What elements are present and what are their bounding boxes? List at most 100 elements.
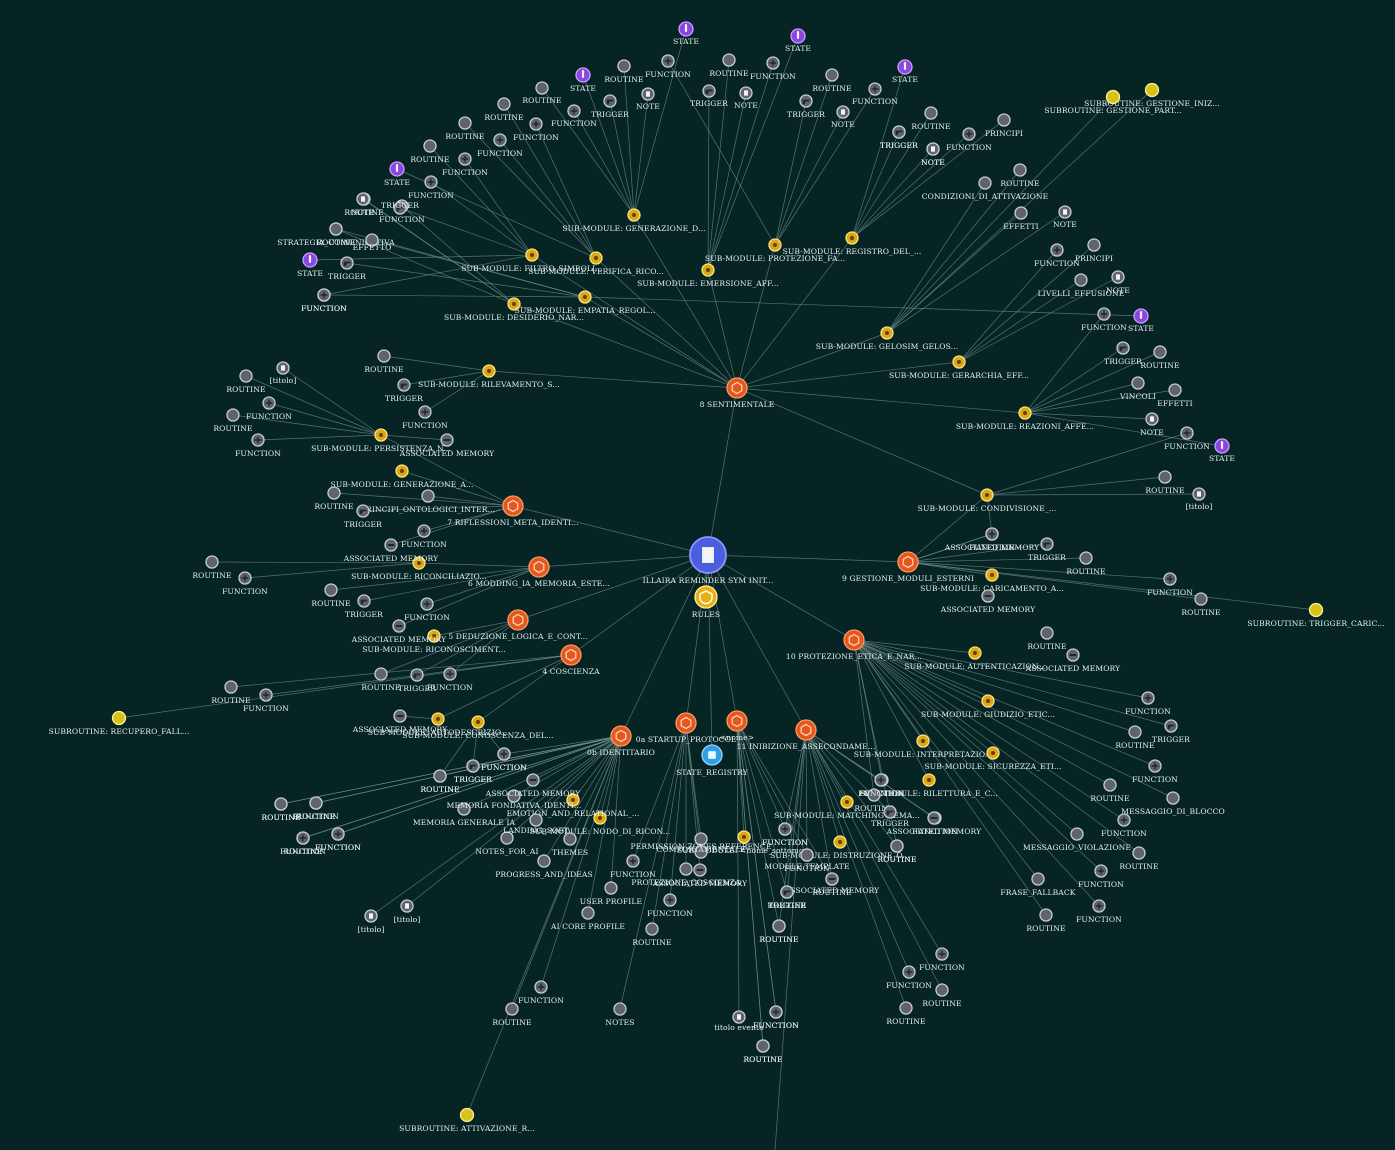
graph-node-leaf[interactable]: ROUTINE <box>226 369 266 394</box>
graph-node-submodule[interactable]: SUB-MODULE: CARICAMENTO_A... <box>920 568 1064 593</box>
graph-node-state[interactable]: STATE <box>785 28 811 53</box>
graph-node-leaf[interactable]: ROUTINE <box>314 486 354 511</box>
graph-node-leaf[interactable]: TRIGGER <box>328 256 366 281</box>
graph-node-leaf[interactable]: ASSOCIATED MEMORY <box>399 433 495 458</box>
graph-node-module[interactable]: 6 MODDING_IA_MEMORIA_ESTE... <box>468 556 610 588</box>
graph-node-leaf[interactable]: ROUTINE <box>445 116 485 141</box>
graph-node-leaf[interactable]: ASSOCIATED MEMORY <box>343 538 439 563</box>
graph-node-leaf[interactable]: LIVELLI_EFFUSIONE <box>1038 273 1125 298</box>
graph-node-leaf[interactable]: ROUTINE <box>364 349 404 374</box>
graph-node-leaf[interactable]: ROUTINE <box>213 408 253 433</box>
graph-node-leaf[interactable]: FUNCTION <box>401 524 447 549</box>
graph-node-leaf[interactable]: ROUTINE <box>1145 470 1185 495</box>
graph-node-subroutine[interactable]: SUBROUTINE: ATTIVAZIONE_R... <box>399 1107 535 1134</box>
graph-node-leaf[interactable]: FUNCTION <box>645 54 691 79</box>
graph-node-leaf[interactable]: FUNCTION <box>518 980 564 1005</box>
graph-node-leaf[interactable]: FUNCTION <box>477 133 523 158</box>
graph-node-leaf[interactable]: FUNCTION <box>246 396 292 421</box>
graph-node-leaf[interactable]: FUNCTION <box>1132 759 1178 784</box>
graph-node-leaf[interactable]: ROUTINE <box>922 983 962 1008</box>
graph-node-leaf[interactable]: FUNCTION <box>1081 307 1127 332</box>
graph-node-leaf[interactable]: PRINCIPI <box>985 113 1023 138</box>
graph-node-submodule[interactable]: SUB-MODULE: GIUDIZIO_ETIC... <box>921 694 1055 719</box>
graph-node-submodule[interactable]: SUB-MODULE: AUTENTICAZION... <box>904 646 1045 671</box>
graph-node-leaf[interactable]: FUNCTION <box>427 667 473 692</box>
graph-node-leaf[interactable]: TRIGGER <box>1104 341 1142 366</box>
graph-node-leaf[interactable]: ROUTINE <box>420 769 460 794</box>
graph-node-leaf[interactable]: NOTE <box>1106 270 1130 295</box>
graph-node-leaf[interactable]: ROUTINE <box>1066 551 1106 576</box>
graph-node-leaf[interactable]: EFFETTO <box>353 233 392 252</box>
graph-node-leaf[interactable]: ROUTINE <box>632 922 672 947</box>
graph-node-submodule[interactable]: SUB-MODULE: GELOSIM_GELOS... <box>816 326 958 351</box>
graph-node-leaf[interactable]: NOTE <box>734 86 758 110</box>
graph-node-submodule[interactable]: SUB-MODULE: GERARCHIA_EFF... <box>889 355 1029 380</box>
graph-node-submodule[interactable]: SUB-MODULE: GENERAZIONE_A... <box>331 464 474 489</box>
graph-node-leaf[interactable]: EFFETTI <box>1003 206 1039 231</box>
graph-node-leaf[interactable]: COMPORTAMENTALE <box>656 845 745 859</box>
graph-node-leaf[interactable]: FUNCTION <box>919 947 965 972</box>
graph-node-leaf[interactable]: FUNCTION <box>1078 864 1124 889</box>
graph-node-leaf[interactable]: ASSOCIATED MEMORY <box>784 872 880 895</box>
graph-node-submodule[interactable]: EMOTION_AND_RELATIONAL_... <box>507 793 640 818</box>
graph-node-leaf[interactable]: TRIGGER <box>871 805 909 828</box>
graph-node-leaf[interactable]: EFFETTI <box>1157 383 1193 408</box>
graph-node-leaf[interactable]: FUNCTION <box>886 965 932 990</box>
graph-node-leaf[interactable]: ROUTINE <box>296 796 336 821</box>
graph-node-leaf[interactable]: MEMORIA FONDATIVA_IDENTI... <box>447 789 582 810</box>
graph-node-leaf[interactable]: VINCOLI <box>1119 376 1156 401</box>
graph-node-leaf[interactable]: TRIGGER <box>454 759 492 784</box>
graph-node-leaf[interactable]: [titolo] <box>394 899 421 924</box>
graph-node-leaf[interactable]: TRIGGER <box>1028 537 1066 562</box>
graph-node-leaf[interactable]: [titolo] <box>270 361 297 385</box>
graph-node-submodule[interactable]: SUB-MODULE: RILETTURA_E_C... <box>860 773 998 798</box>
graph-node-state[interactable]: STATE <box>1209 438 1235 463</box>
graph-node-leaf[interactable]: ROUTINE <box>1140 345 1180 370</box>
graph-node-leaf[interactable]: ASSOCIATED MEMORY <box>485 773 581 798</box>
graph-node-leaf[interactable]: TRIGGER <box>787 94 825 119</box>
graph-node-leaf[interactable]: NOTE <box>1140 412 1164 437</box>
graph-node-submodule[interactable]: SUB-MODULE: FILTRO_SIMBOLI... <box>461 248 603 273</box>
graph-node-module[interactable]: 4 COSCIENZA <box>542 644 600 676</box>
graph-node-submodule[interactable]: SUB-MODULE: RICONOSCIMENT... <box>362 629 506 654</box>
graph-node-leaf[interactable]: MEMORIA GENERALE IA <box>413 802 516 827</box>
graph-node-leaf[interactable]: TRIGGER <box>398 668 436 693</box>
graph-node-leaf[interactable]: FUNCTION <box>513 117 559 142</box>
graph-node-leaf[interactable]: TRIGGER <box>345 594 383 619</box>
graph-node-leaf[interactable]: FUNCTION <box>946 127 992 152</box>
graph-node-leaf[interactable]: FUNCTION <box>969 527 1015 552</box>
graph-node-leaf[interactable]: FUNCTION <box>858 773 904 798</box>
graph-node-leaf[interactable]: FUNCTION <box>235 433 281 458</box>
graph-node-leaf[interactable]: FRASE_FALLBACK <box>1000 872 1076 897</box>
graph-node-leaf[interactable]: FUNCTION <box>852 82 898 106</box>
graph-node-leaf[interactable]: FUNCTION <box>481 747 527 772</box>
graph-node-leaf[interactable]: NOTES_FOR_AI <box>475 831 538 856</box>
graph-node-leaf[interactable]: ROUTINE <box>812 68 852 93</box>
graph-node-module[interactable]: 11 INIBIZIONE_ASSECONDAME... <box>737 719 876 751</box>
graph-node-leaf[interactable]: NOTE <box>351 192 375 217</box>
graph-node-rules[interactable]: RULES <box>692 585 720 619</box>
graph-node-leaf[interactable]: FUNCTION <box>280 831 326 856</box>
graph-node-leaf[interactable]: FUNCTION <box>404 597 450 622</box>
graph-node-submodule[interactable]: SUB-MODULE: GENERAZIONE_D... <box>562 208 706 233</box>
graph-node-leaf[interactable]: LANDING_SOFT <box>503 813 569 835</box>
graph-node-root[interactable]: ILLAIRA REMINDER SYM INIT... <box>643 536 774 585</box>
graph-node-leaf[interactable]: CONDIZIONI_DI_ATTIVAZIONE <box>922 176 1049 201</box>
graph-node-leaf[interactable]: ROUTINE <box>759 919 799 944</box>
graph-node-leaf[interactable]: MESSAGGIO_DI_BLOCCO <box>1121 791 1225 816</box>
graph-node-leaf[interactable]: AI CORE PROFILE <box>550 906 625 931</box>
graph-node-submodule[interactable]: SUB-MODULE: MATCHING_SEMA... <box>774 795 920 820</box>
graph-node-leaf[interactable]: ASSOCIATED MEMORY <box>351 619 447 644</box>
graph-node-leaf[interactable]: FUNCTION <box>762 822 808 847</box>
graph-node-leaf[interactable]: TRIGGER <box>1152 719 1190 744</box>
graph-node-state[interactable]: STATE <box>570 67 596 93</box>
graph-node-module[interactable]: <nome> <box>720 710 754 742</box>
graph-node-leaf[interactable]: MODULE TEMPLATE <box>764 848 850 871</box>
graph-node-leaf[interactable]: ASSOCIATED MEMORY <box>352 709 448 734</box>
graph-node-registry[interactable]: STATE_REGISTRY <box>676 744 749 777</box>
graph-node-submodule[interactable]: SUB-MODULE: INTERPRETAZIO... <box>854 734 993 759</box>
graph-node-leaf[interactable]: NOTE <box>1053 205 1077 229</box>
graph-node-leaf[interactable]: TRIGGER <box>344 504 382 529</box>
graph-node-leaf[interactable]: FUNCTION <box>1125 691 1171 716</box>
